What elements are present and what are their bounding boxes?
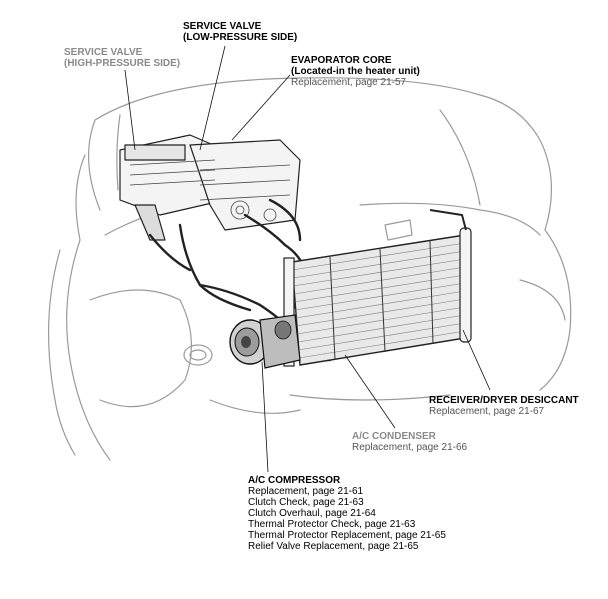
condenser-core — [283, 234, 466, 367]
label-receiver-dryer: RECEIVER/DRYER DESICCANT Replacement, pa… — [429, 395, 579, 417]
label-ac-condenser: A/C CONDENSER Replacement, page 21-66 — [352, 431, 467, 453]
heater-unit — [119, 134, 301, 241]
label-evaporator-core: EVAPORATOR CORE (Located-in the heater u… — [291, 55, 420, 88]
ac-compressor-ref-5: Thermal Protector Replacement, page 21-6… — [248, 530, 446, 541]
receiver-dryer-tank — [429, 209, 472, 343]
label-service-valve-high: SERVICE VALVE (HIGH-PRESSURE SIDE) — [64, 47, 180, 69]
service-valve-low-title-2: (LOW-PRESSURE SIDE) — [183, 32, 298, 43]
evaporator-core-title: EVAPORATOR CORE — [291, 55, 392, 66]
vehicle-body-outline — [48, 77, 572, 461]
ac-compressor-ref-3: Clutch Overhaul, page 21-64 — [248, 508, 376, 519]
ac-compressor-ref-6: Relief Valve Replacement, page 21-65 — [248, 541, 419, 552]
evaporator-core-ref: Replacement, page 21-57 — [291, 77, 407, 88]
ac-condenser-title: A/C CONDENSER — [352, 431, 436, 442]
evaporator-core-subtitle: (Located-in the heater unit) — [291, 66, 420, 77]
service-valve-low-title-1: SERVICE VALVE — [183, 21, 262, 32]
ac-compressor-ref-1: Replacement, page 21-61 — [248, 486, 364, 497]
receiver-dryer-title: RECEIVER/DRYER DESICCANT — [429, 395, 579, 406]
service-valve-high-title-2: (HIGH-PRESSURE SIDE) — [64, 58, 181, 69]
ac-compressor-ref-4: Thermal Protector Check, page 21-63 — [248, 519, 416, 530]
label-service-valve-low: SERVICE VALVE (LOW-PRESSURE SIDE) — [183, 21, 297, 43]
compressor — [229, 314, 301, 369]
ac-compressor-title: A/C COMPRESSOR — [248, 475, 341, 486]
label-ac-compressor: A/C COMPRESSOR Replacement, page 21-61 C… — [248, 475, 446, 552]
service-valve-high-title-1: SERVICE VALVE — [64, 47, 143, 58]
leader-lines — [124, 45, 491, 473]
receiver-dryer-ref: Replacement, page 21-67 — [429, 406, 545, 417]
ac-compressor-ref-2: Clutch Check, page 21-63 — [248, 497, 364, 508]
ac-condenser-ref: Replacement, page 21-66 — [352, 442, 468, 453]
heater-unit-details — [129, 159, 291, 222]
